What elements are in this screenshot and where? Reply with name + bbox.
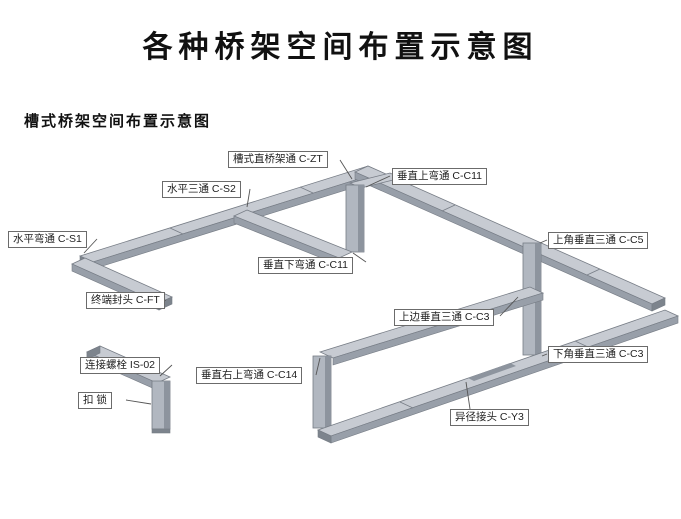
leader-lines [83, 159, 548, 410]
label-straight-tray: 槽式直桥架通 C-ZT [228, 151, 328, 169]
section-subtitle: 槽式桥架空间布置示意图 [24, 113, 212, 130]
label-reducer-joint: 异径接头 C-Y3 [450, 409, 529, 427]
label-upper-corner-tee: 上角垂直三通 C-C5 [548, 232, 649, 250]
tray-run-upper-right [354, 165, 666, 312]
label-lock: 扣 锁 [78, 392, 112, 410]
label-lower-corner-tee: 下角垂直三通 C-C3 [548, 346, 649, 364]
page-title: 各种桥架空间布置示意图 [142, 31, 539, 64]
label-vertical-up-bend: 垂直上弯通 C-C11 [392, 168, 487, 186]
label-horizontal-bend: 水平弯通 C-S1 [8, 231, 87, 249]
label-vertical-down-bend: 垂直下弯通 C-C11 [258, 257, 353, 275]
label-horizontal-tee: 水平三通 C-S2 [162, 181, 241, 199]
vertical-riser-center [312, 355, 332, 429]
label-connecting-bolt: 连接螺栓 IS-02 [80, 357, 161, 375]
label-end-cap: 终端封头 C-FT [86, 292, 165, 310]
label-upper-side-tee: 上边垂直三通 C-C3 [394, 309, 495, 327]
label-vertical-right-up-bend: 垂直右上弯通 C-C14 [196, 367, 303, 385]
